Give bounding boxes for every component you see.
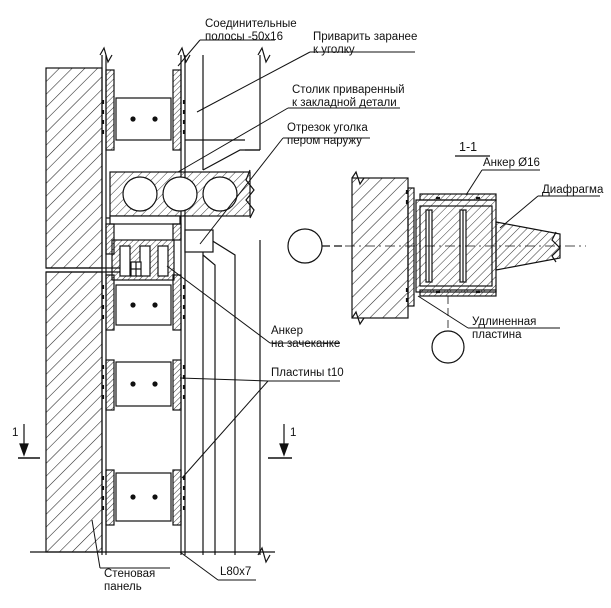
- hollow-core-slab: [109, 169, 255, 219]
- wall-panel-lower: [45, 271, 103, 553]
- label-section-title: 1-1: [459, 140, 478, 154]
- label-angle-piece: Отрезок уголка пером наружу: [287, 122, 368, 147]
- label-connecting-strips: Соединительные полосы -50х16: [205, 18, 297, 43]
- axis-bubble-left: [287, 228, 345, 264]
- wall-panel-upper: [45, 67, 103, 269]
- section-cut-left: [18, 424, 40, 459]
- label-cut-mark-left: 1: [12, 427, 19, 439]
- welded-table: [106, 215, 214, 253]
- anchor-caulk-detail: [111, 239, 175, 281]
- leaders-left: [91, 39, 415, 581]
- label-anchor-d16: Анкер Ø16: [483, 157, 540, 169]
- plate-box-3: [115, 361, 172, 407]
- plate-box-1: [115, 97, 172, 141]
- label-wall-panel: Стеновая панель: [104, 568, 156, 593]
- plate-box-2: [115, 284, 172, 326]
- weld-marks: [101, 100, 186, 510]
- label-welded-table: Столик приваренный к закладной детали: [292, 84, 405, 109]
- label-cut-mark-right: 1: [290, 427, 297, 439]
- label-diaphragm: Диафрагма: [542, 184, 604, 196]
- label-angle-l80: L80x7: [220, 566, 252, 578]
- label-anchor-caulk: Анкер на зачеканке: [271, 325, 341, 350]
- plate-box-4: [115, 472, 172, 522]
- label-extended-plate: Удлиненная пластина: [472, 316, 537, 341]
- section-cut-right: [268, 424, 292, 459]
- label-plates-t10: Пластины t10: [271, 367, 344, 379]
- section-1-1-drawing: [345, 155, 586, 364]
- leaders-right: [417, 169, 600, 329]
- plates-column: [105, 69, 182, 526]
- label-weld-beforehand: Приварить заранее к уголку: [313, 31, 418, 56]
